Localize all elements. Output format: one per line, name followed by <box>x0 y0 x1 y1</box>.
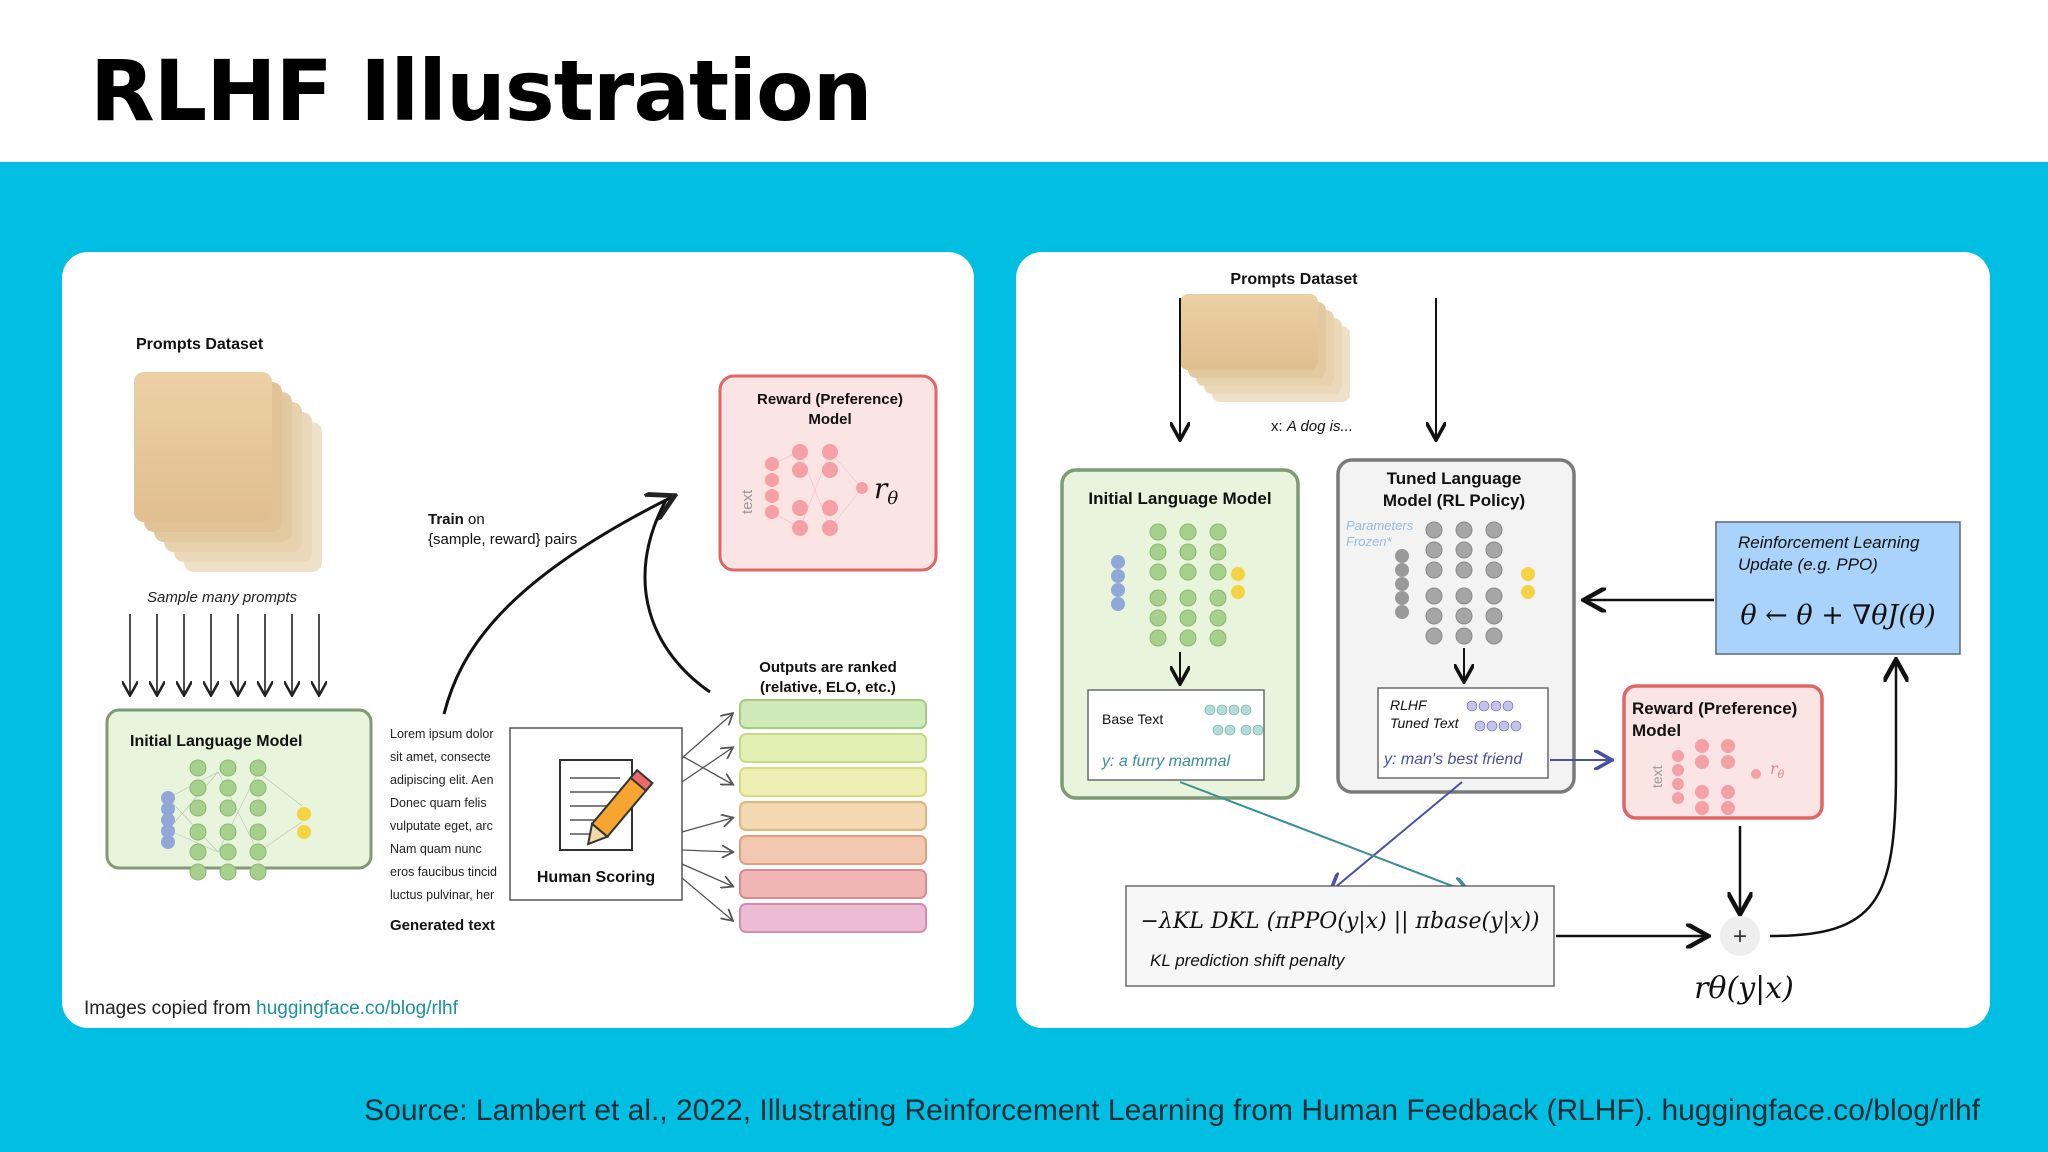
ranked-output-bar <box>739 699 927 729</box>
prompts-stack-icon <box>1180 294 1350 402</box>
image-credit: Images copied from huggingface.co/blog/r… <box>84 998 459 1019</box>
train-arrow-branch <box>643 499 711 694</box>
reward-output-symbol: rθ <box>874 472 898 509</box>
params-frozen-label: Parameters <box>1346 518 1414 533</box>
left-diagram: Prompts Dataset Sample many prompts Init… <box>84 336 938 1019</box>
tuned-lm-label: Tuned Language <box>1387 469 1522 488</box>
source-citation: Source: Lambert et al., 2022, Illustrati… <box>364 1094 1980 1127</box>
rl-update-box <box>1715 521 1961 655</box>
base-text-label: Base Text <box>1102 711 1163 727</box>
reward-model-sublabel: Model <box>1632 721 1681 740</box>
tuned-lm-sublabel: Model (RL Policy) <box>1383 491 1525 510</box>
generated-line: vulputate eget, arc <box>390 819 493 833</box>
sum-to-update-arrow <box>1769 662 1896 938</box>
train-arrow <box>442 497 672 715</box>
train-pairs-label: {sample, reward} pairs <box>428 531 577 548</box>
sample-arrows <box>130 614 319 694</box>
reward-network-icon <box>1672 739 1761 815</box>
generated-line: sit amet, consecte <box>390 750 491 764</box>
reward-model-label: Reward (Preference) <box>757 391 903 408</box>
generated-line: Nam quam nunc <box>390 842 482 856</box>
credit-link[interactable]: huggingface.co/blog/rlhf <box>256 998 458 1019</box>
reward-model-label: Reward (Preference) <box>1632 699 1797 718</box>
kl-formula: −λKL DKL (πPPO(y|x) || πbase(y|x)) <box>1141 909 1540 934</box>
train-label: Train on <box>428 511 485 528</box>
generated-line: Lorem ipsum dolor <box>390 727 494 741</box>
right-diagram-panel: Prompts Dataset x: A dog is... Initial L… <box>1016 252 1990 1028</box>
text-input-label: text <box>739 489 756 514</box>
reward-network-icon <box>765 444 868 536</box>
initial-lm-label: Initial Language Model <box>1088 489 1271 508</box>
ranked-output-bar <box>739 733 927 763</box>
rlhf-output-text: y: man's best friend <box>1383 751 1523 768</box>
plus-symbol: + <box>1733 923 1747 950</box>
ranked-output-bar <box>739 903 927 933</box>
ranked-output-bar <box>739 767 927 797</box>
sample-prompts-label: Sample many prompts <box>147 589 298 606</box>
prompts-stack-icon <box>134 372 322 572</box>
base-token-icons <box>1204 704 1264 736</box>
rlhf-tuned-label: Tuned Text <box>1390 715 1460 731</box>
text-input-label: text <box>1649 765 1665 788</box>
prompts-dataset-label: Prompts Dataset <box>1230 271 1358 288</box>
initial-lm-label: Initial Language Model <box>130 733 302 750</box>
tuned-lm-network-icon <box>1395 521 1535 645</box>
reward-model-label-2: Model <box>808 411 851 428</box>
ranked-output-bar <box>739 835 927 865</box>
human-scoring-label: Human Scoring <box>537 869 655 886</box>
generated-line: Donec quam felis <box>390 796 487 810</box>
generated-line: adipiscing elit. Aen <box>390 773 494 787</box>
rl-update-label: Reinforcement Learning <box>1738 533 1920 552</box>
kl-caption: KL prediction shift penalty <box>1150 951 1346 970</box>
generated-line: luctus pulvinar, her <box>390 888 494 902</box>
outputs-ranked-sublabel: (relative, ELO, etc.) <box>760 679 896 696</box>
rl-update-sublabel: Update (e.g. PPO) <box>1738 555 1878 574</box>
pencil-document-icon <box>559 759 654 851</box>
initial-lm-network-icon <box>161 759 311 881</box>
ranked-outputs <box>739 699 927 933</box>
ranked-output-bar <box>739 869 927 899</box>
generated-line: eros faucibus tincid <box>390 865 497 879</box>
prompt-example: x: A dog is... <box>1271 418 1353 435</box>
reward-output-formula: rθ(y|x) <box>1694 971 1794 1006</box>
initial-lm-network-icon <box>1111 523 1245 647</box>
prompts-dataset-label: Prompts Dataset <box>136 336 264 353</box>
base-to-kl-arrow <box>1179 781 1468 892</box>
params-frozen-sublabel: Frozen* <box>1346 534 1392 549</box>
ranked-output-bar <box>739 801 927 831</box>
slide-title: RLHF Illustration <box>90 42 872 140</box>
rlhf-to-kl-arrow <box>1332 781 1463 890</box>
rlhf-text-box <box>1377 687 1549 779</box>
left-diagram-panel: Prompts Dataset Sample many prompts Init… <box>62 252 974 1028</box>
outputs-ranked-label: Outputs are ranked <box>759 659 897 676</box>
generated-text-block: Lorem ipsum dolor sit amet, consecte adi… <box>390 727 497 902</box>
rlhf-label: RLHF <box>1390 697 1428 713</box>
kl-penalty-box <box>1125 885 1555 987</box>
right-diagram: Prompts Dataset x: A dog is... Initial L… <box>1060 271 1961 1006</box>
rlhf-token-icons <box>1466 700 1522 732</box>
base-output-text: y: a furry mammal <box>1101 753 1230 770</box>
generated-text-label: Generated text <box>390 917 495 934</box>
rl-update-formula: θ ← θ + ∇θJ(θ) <box>1740 600 1935 631</box>
ranking-arrows <box>681 714 732 920</box>
sum-node <box>1720 916 1760 956</box>
